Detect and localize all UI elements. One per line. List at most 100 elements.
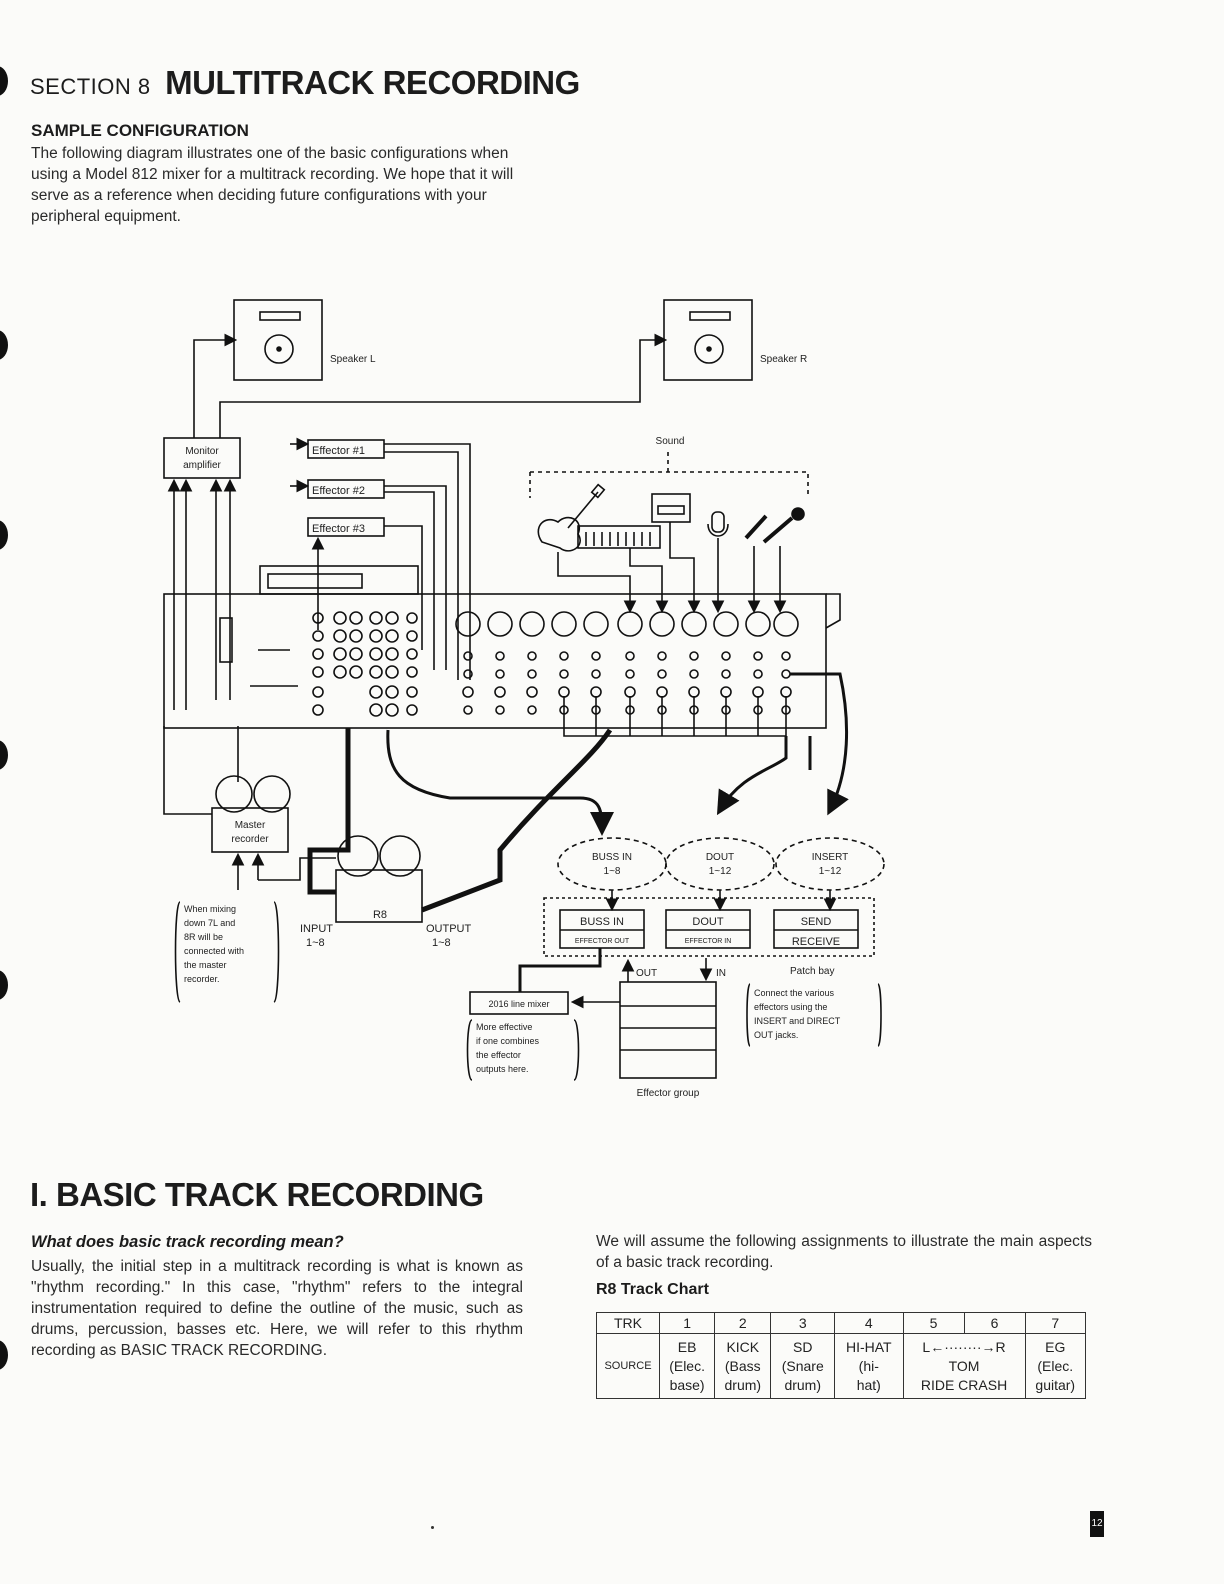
bubble-buss-in — [557, 837, 667, 891]
out-label: OUT — [636, 968, 657, 979]
keyboard-icon — [577, 525, 661, 549]
bubble-buss-label: 1~8 — [604, 866, 621, 877]
master-recorder — [211, 807, 289, 853]
source-line: (Bass — [724, 1357, 761, 1374]
note-mixdown-line: the master — [184, 960, 227, 970]
patch-bay — [543, 897, 875, 957]
r8-input-label: INPUT — [300, 923, 333, 935]
r8-label: R8 — [373, 909, 387, 921]
binder-hole — [0, 970, 8, 1000]
monitor-amp-label: amplifier — [183, 460, 221, 471]
input-jacks — [455, 611, 799, 637]
mic-icon — [744, 514, 768, 540]
source-line: drum) — [784, 1376, 821, 1393]
guitar-icon — [537, 483, 606, 552]
note-mixdown-line: 8R will be — [184, 932, 223, 942]
note-effective-line: outputs here. — [476, 1064, 529, 1074]
r8-recorder — [335, 869, 423, 923]
trk-label: TRK — [596, 1312, 660, 1334]
source-line: base) — [669, 1376, 705, 1393]
note-mixdown-line: When mixing — [184, 904, 236, 914]
effector-2-label: Effector #2 — [312, 485, 365, 497]
patch-send-label: SEND — [801, 916, 832, 928]
source-line: drum) — [724, 1376, 762, 1393]
basic-track-heading: I. BASIC TRACK RECORDING — [30, 1176, 484, 1213]
drum-machine-icon — [651, 493, 691, 523]
basic-track-question: What does basic track recording mean? — [31, 1233, 344, 1251]
source-line: EB — [677, 1338, 697, 1355]
bubble-dout — [665, 837, 775, 891]
binder-hole — [0, 330, 8, 360]
page-number: 12 — [1090, 1511, 1104, 1537]
patch-dout-label: DOUT — [692, 916, 723, 928]
track-number: 7 — [1024, 1312, 1087, 1334]
note-patch-line: INSERT and DIRECT — [754, 1016, 841, 1026]
source-line: HI-HAT — [845, 1338, 892, 1355]
r8-track-chart: TRK 1 2 3 4 5 6 7 SOURCE EB(Elec.base) K… — [596, 1312, 1087, 1399]
patch-receive-label: RECEIVE — [792, 936, 840, 948]
note-mixdown-line: down 7L and — [184, 918, 235, 928]
track-number: 6 — [963, 1312, 1026, 1334]
mic-icon — [711, 511, 725, 533]
section-header: SECTION 8 MULTITRACK RECORDING — [30, 64, 580, 102]
note-effective-line: if one combines — [476, 1036, 540, 1046]
source-cell: EB (Elec. base) — [658, 1333, 716, 1399]
source-line: L←········→R — [922, 1338, 1006, 1355]
master-recorder-label: recorder — [231, 834, 269, 845]
mic-icon — [762, 516, 794, 544]
section-title: MULTITRACK RECORDING — [165, 64, 580, 101]
patch-bay-label: Patch bay — [790, 966, 834, 977]
speck — [431, 1526, 434, 1529]
table-row: TRK 1 2 3 4 5 6 7 — [596, 1312, 1087, 1334]
effector-3 — [307, 517, 385, 537]
speaker-l-label: Speaker L — [330, 354, 376, 365]
source-cell: HI-HAT(hi-hat) — [834, 1333, 904, 1399]
in-label: IN — [716, 968, 726, 979]
master-section-jacks — [312, 611, 418, 717]
note-patch-line: OUT jacks. — [754, 1030, 798, 1040]
binder-hole — [0, 1340, 8, 1370]
r8-input-label: 1~8 — [306, 937, 325, 949]
r8-output-label: 1~8 — [432, 937, 451, 949]
bubble-dout-label: DOUT — [706, 852, 734, 863]
track-number: 5 — [902, 1312, 965, 1334]
sample-heading: SAMPLE CONFIGURATION — [31, 121, 249, 140]
source-line: (hi- — [858, 1357, 879, 1374]
bubble-insert-label: INSERT — [812, 852, 849, 863]
effector-1-label: Effector #1 — [312, 445, 365, 457]
source-cell: EG(Elec.guitar) — [1024, 1333, 1087, 1399]
master-recorder-label: Master — [235, 820, 266, 831]
section-prefix: SECTION 8 — [30, 74, 151, 99]
note-mixdown-line: recorder. — [184, 974, 220, 984]
track-chart-title: R8 Track Chart — [596, 1281, 709, 1298]
track-number: 1 — [658, 1312, 716, 1334]
channel-jacks — [462, 651, 792, 715]
sample-intro-text: The following diagram illustrates one of… — [31, 145, 514, 225]
bubble-insert-label: 1~12 — [819, 866, 842, 877]
source-label: SOURCE — [596, 1333, 660, 1399]
source-line: (Elec. — [669, 1357, 705, 1374]
track-number: 4 — [834, 1312, 904, 1334]
basic-track-text: Usually, the initial step in a multitrac… — [31, 1258, 523, 1359]
patch-buss-label: BUSS IN — [580, 916, 624, 928]
bubble-dout-label: 1~12 — [709, 866, 732, 877]
mixer-812 — [163, 593, 827, 729]
source-line: SD — [792, 1338, 813, 1355]
effector-group — [619, 981, 717, 1079]
source-line: RIDE CRASH — [920, 1376, 1008, 1393]
bubble-insert — [775, 837, 885, 891]
source-line: guitar) — [1035, 1376, 1076, 1393]
source-line: (Elec. — [1037, 1357, 1074, 1374]
configuration-diagram: Speaker L Speaker R Monitor amplifier Ef… — [163, 299, 885, 1099]
note-effective-line: More effective — [476, 1022, 532, 1032]
bubble-buss-label: BUSS IN — [592, 852, 632, 863]
source-line: (Snare — [781, 1357, 824, 1374]
r8-output-label: OUTPUT — [426, 923, 472, 935]
line-mixer-label: 2016 line mixer — [488, 999, 549, 1009]
source-cell: SD (Snare drum) — [770, 1333, 836, 1399]
assignment-intro: We will assume the following assignments… — [596, 1233, 1092, 1271]
binder-hole — [0, 740, 8, 770]
note-mixdown-line: connected with — [184, 946, 244, 956]
note-patch-line: effectors using the — [754, 1002, 827, 1012]
